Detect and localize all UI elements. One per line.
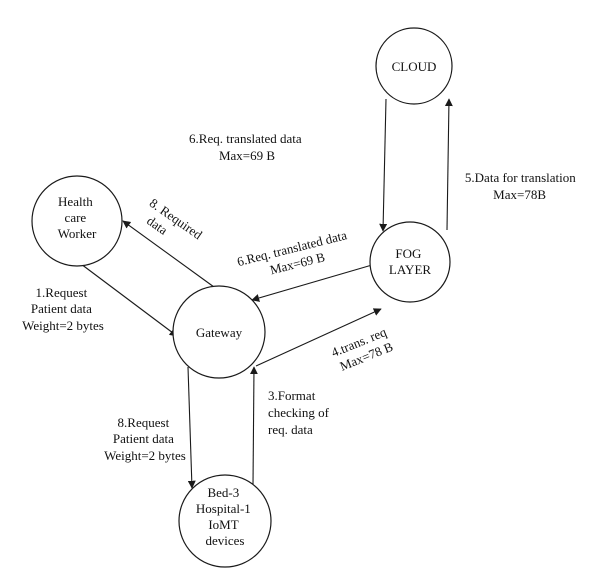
label-trans-req: 4.trans. req Max=78 B xyxy=(329,323,398,375)
label-data-for-translation: 5.Data for translation Max=78B xyxy=(465,170,579,202)
label-format-checking: 3.Format checking of req. data xyxy=(268,388,332,437)
edge-gateway-to-fog xyxy=(255,308,382,367)
edge-device-to-gateway xyxy=(249,366,258,486)
label-req-translated-mid: 6.Req. translated data Max=69 B xyxy=(235,227,355,285)
node-cloud-label: CLOUD xyxy=(392,59,437,74)
edge-gateway-to-device xyxy=(187,366,196,489)
label-request-patient-8: 8.Request Patient data Weight=2 bytes xyxy=(104,415,186,463)
edge-fog-to-cloud xyxy=(444,98,453,231)
node-health-care-worker-label: Health care Worker xyxy=(58,194,97,241)
node-iomt-devices-label: Bed-3 Hospital-1 IoMT devices xyxy=(196,485,254,548)
label-req-translated-top: 6.Req. translated data Max=69 B xyxy=(189,131,305,163)
node-iomt-devices: Bed-3 Hospital-1 IoMT devices xyxy=(178,474,272,568)
label-required-data: 8. Required data xyxy=(138,195,208,257)
label-request-patient-1: 1.Request Patient data Weight=2 bytes xyxy=(22,285,104,333)
edge-fog-to-gateway xyxy=(251,264,373,302)
node-fog-layer-label: FOG LAYER xyxy=(389,246,431,277)
node-gateway-label: Gateway xyxy=(196,325,243,340)
edge-cloud-to-fog xyxy=(379,98,388,232)
node-fog-layer: FOG LAYER xyxy=(369,221,451,303)
node-gateway: Gateway xyxy=(172,285,266,379)
edge-gateway-to-worker xyxy=(122,220,215,288)
node-health-care-worker: Health care Worker xyxy=(31,175,123,267)
node-cloud: CLOUD xyxy=(375,27,453,105)
edge-worker-to-gateway xyxy=(80,263,178,337)
